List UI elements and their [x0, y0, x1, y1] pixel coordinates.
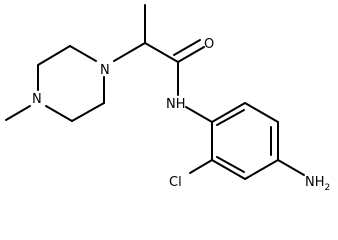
chlorine-atom: Cl [169, 175, 182, 190]
amine-nh: NH [305, 175, 325, 190]
bond-pip-2 [37, 45, 71, 66]
bond-n4-methyl [5, 105, 31, 121]
bond-carbonyl-oxygen-1 [177, 46, 205, 63]
molecule-canvas: O N N NH Cl NH2 [5, 4, 331, 193]
bond-ring-5-inner [216, 156, 245, 173]
bond-pip-5 [71, 102, 105, 122]
bond-ring-2 [244, 102, 279, 123]
bond-carbonyl-oxygen-2 [173, 39, 201, 56]
bonds [5, 4, 305, 180]
bond-ring-4 [244, 159, 279, 180]
amine-subscript: 2 [325, 183, 331, 193]
piperazine-nitrogen-1: N [100, 63, 110, 78]
amide-nh: NH [166, 97, 186, 112]
oxygen-atom: O [204, 37, 214, 52]
bond-pip-1 [69, 45, 97, 62]
bond-nh-ring [185, 106, 213, 123]
bond-ring-1 [211, 102, 246, 123]
bond-ring-5 [211, 159, 246, 180]
bond-ring-1-inner [216, 109, 245, 126]
piperazine-nitrogen-4: N [32, 92, 42, 107]
bond-ring-cl [189, 159, 213, 174]
bond-alpha-n1 [113, 42, 146, 62]
bond-ring-nh2 [277, 159, 305, 176]
bond-alpha-carbonyl [144, 42, 179, 63]
amine-group: NH2 [305, 175, 330, 193]
atom-labels: O N N NH Cl NH2 [32, 37, 330, 193]
bond-pip-4 [45, 105, 73, 122]
molecule-structure: O N N NH Cl NH2 [5, 4, 330, 193]
